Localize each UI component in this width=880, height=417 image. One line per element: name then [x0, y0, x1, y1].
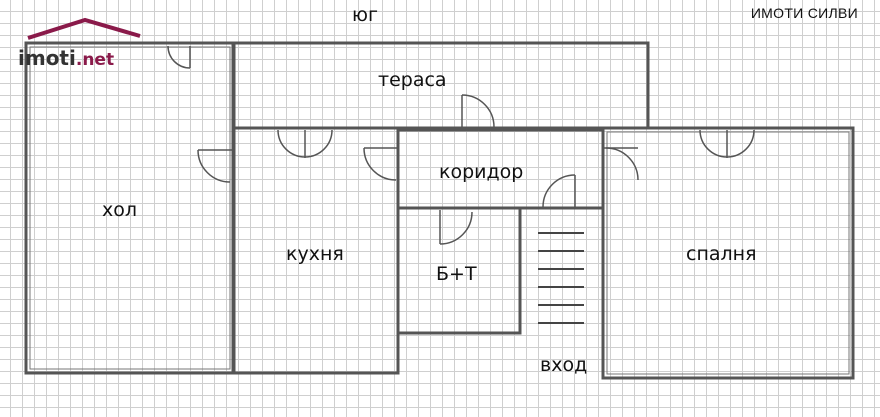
logo-roof-icon	[27, 17, 141, 40]
room-kitchen: кухня	[286, 243, 344, 265]
door-living	[167, 45, 191, 69]
wall-bedroom	[601, 126, 855, 380]
room-bedroom: спалня	[686, 243, 757, 265]
logo-main: imoti	[18, 46, 76, 70]
room-entrance: вход	[540, 354, 588, 376]
orientation-label: юг	[352, 4, 378, 26]
door-corridor-bath	[439, 210, 473, 245]
wall-bathroom	[396, 206, 522, 335]
wall-terrace	[231, 41, 650, 130]
door-corridor-stairs	[542, 174, 576, 208]
door-kitchen-window	[277, 129, 333, 158]
logo-tld: .net	[75, 50, 115, 70]
room-terrace: тераса	[378, 69, 447, 91]
door-bedroom-window	[699, 129, 755, 158]
door-kitchen-corridor	[363, 147, 398, 181]
door-living-kitchen	[197, 149, 232, 183]
room-corridor: коридор	[439, 161, 524, 183]
logo: imoti.net	[18, 46, 114, 70]
room-bathroom: Б+Т	[436, 263, 477, 285]
stairs	[538, 232, 584, 324]
door-bedroom	[604, 147, 639, 181]
door-terrace	[461, 94, 495, 128]
agency-name: ИМОТИ СИЛВИ	[750, 5, 858, 21]
room-living: хол	[102, 199, 138, 221]
